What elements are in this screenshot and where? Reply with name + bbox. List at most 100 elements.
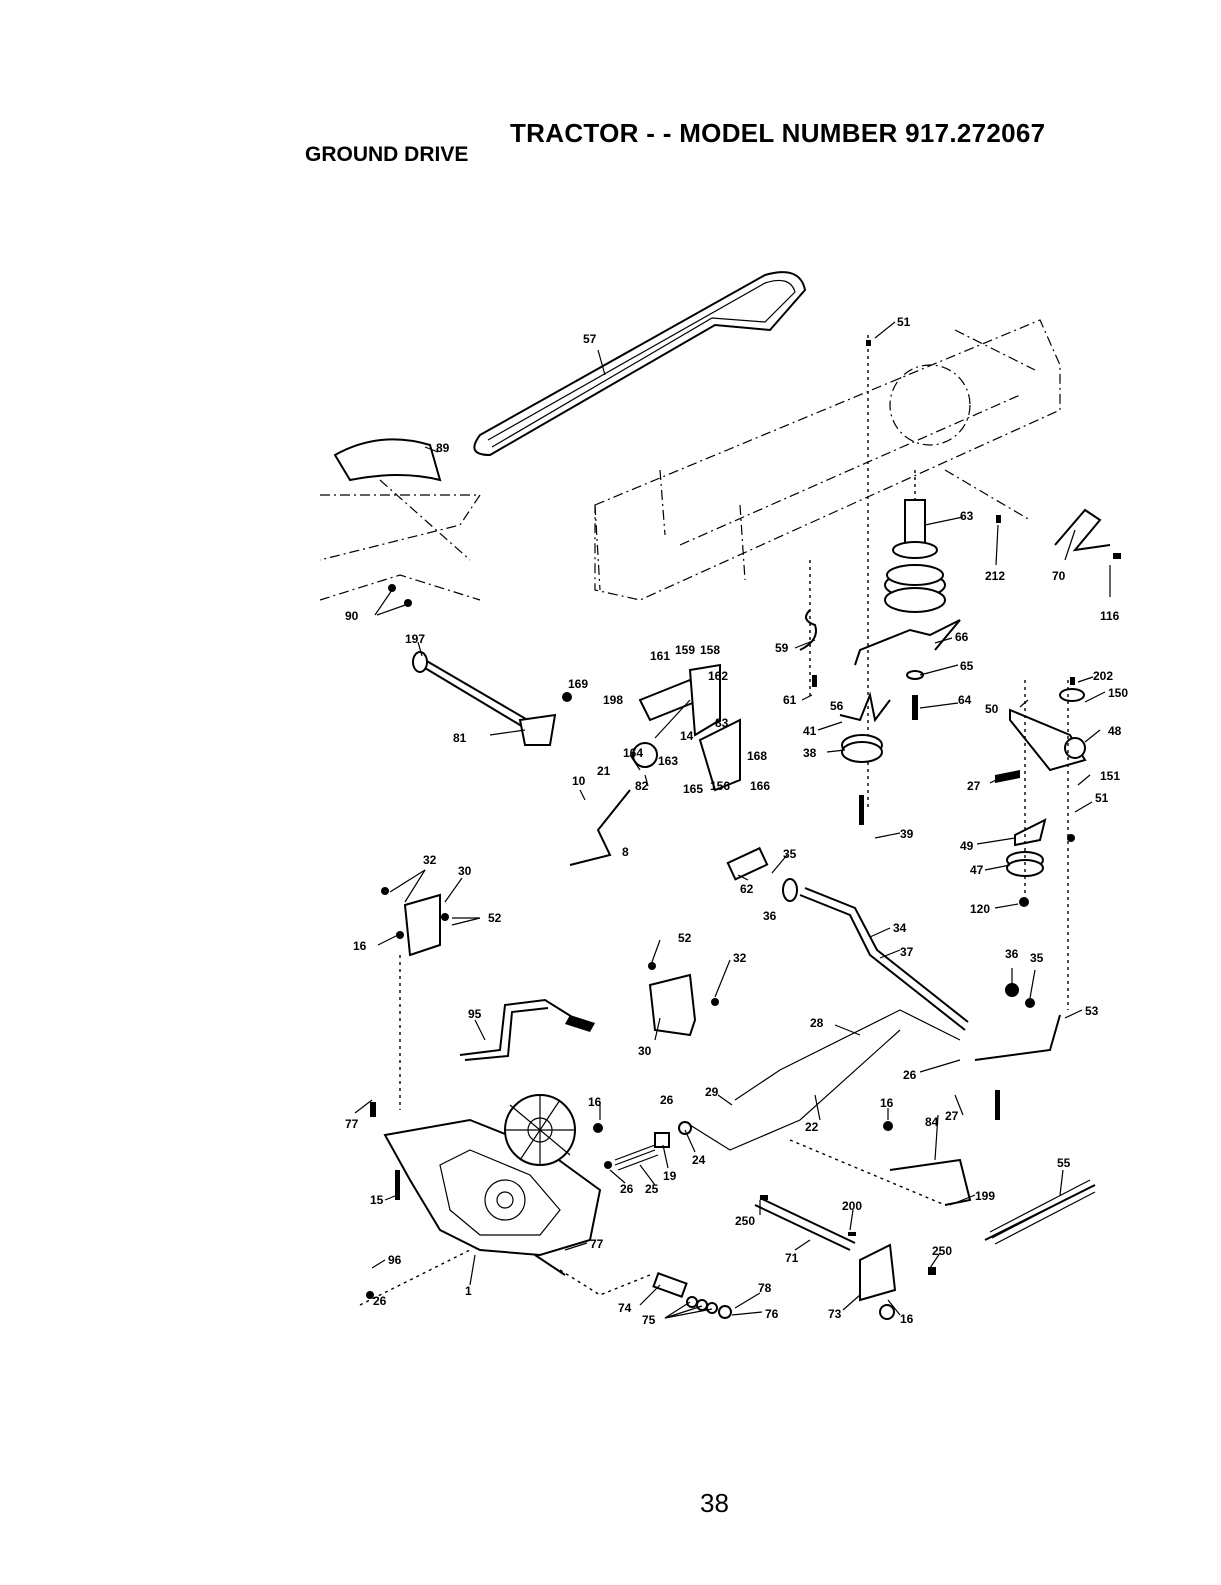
callout-53: 53 — [1085, 1004, 1099, 1018]
callout-37: 37 — [900, 945, 914, 959]
transaxle-1 — [383, 1094, 602, 1276]
callout-28: 28 — [810, 1016, 824, 1030]
axle-bushings — [652, 1272, 732, 1319]
callout-21: 21 — [597, 764, 611, 778]
rod-28 — [734, 1009, 961, 1101]
callout-63: 63 — [960, 509, 974, 523]
callout-62: 62 — [740, 882, 754, 896]
callout-64: 64 — [958, 693, 972, 707]
callout-16: 16 — [880, 1096, 894, 1110]
fasteners — [366, 340, 1121, 1299]
callout-26: 26 — [903, 1068, 917, 1082]
callout-164: 164 — [623, 746, 643, 760]
brake-shaft-81 — [412, 651, 557, 746]
callout-51: 51 — [1095, 791, 1109, 805]
page-number: 38 — [700, 1488, 729, 1518]
callout-197: 197 — [405, 632, 425, 646]
callout-26: 26 — [373, 1294, 387, 1308]
spring-55 — [984, 1179, 1096, 1245]
callout-27: 27 — [945, 1109, 959, 1123]
callout-55: 55 — [1057, 1156, 1071, 1170]
bracket-30-right — [648, 973, 697, 1037]
callout-70: 70 — [1052, 569, 1066, 583]
callout-81: 81 — [453, 731, 467, 745]
callout-163: 163 — [658, 754, 678, 768]
callout-168: 168 — [747, 749, 767, 763]
callout-162: 162 — [708, 669, 728, 683]
callout-26: 26 — [620, 1182, 634, 1196]
rod-8 — [569, 789, 631, 866]
callout-199: 199 — [975, 1189, 995, 1203]
callout-48: 48 — [1108, 724, 1122, 738]
callout-150: 150 — [1108, 686, 1128, 700]
idler-arm-66 — [854, 619, 961, 666]
callout-61: 61 — [783, 693, 797, 707]
callout-95: 95 — [468, 1007, 482, 1021]
cross-shaft-34 — [726, 846, 969, 1031]
callout-82: 82 — [635, 779, 649, 793]
spring-41 — [839, 691, 891, 723]
callout-65: 65 — [960, 659, 974, 673]
callout-73: 73 — [828, 1307, 842, 1321]
callout-57: 57 — [583, 332, 597, 346]
callout-30: 30 — [638, 1044, 652, 1058]
tractor-frame — [319, 319, 1061, 601]
callout-151: 151 — [1100, 769, 1120, 783]
callout-52: 52 — [678, 931, 692, 945]
callout-77: 77 — [590, 1237, 604, 1251]
idler-pulley-38 — [841, 734, 883, 825]
idler-bracket-48 — [995, 688, 1087, 877]
callout-75: 75 — [642, 1313, 656, 1327]
spring-59 — [799, 609, 817, 651]
callout-35: 35 — [783, 847, 797, 861]
callout-22: 22 — [805, 1120, 819, 1134]
callout-51: 51 — [897, 315, 911, 329]
callout-71: 71 — [785, 1251, 799, 1265]
callout-19: 19 — [663, 1169, 677, 1183]
callout-49: 49 — [960, 839, 974, 853]
callout-159: 159 — [675, 643, 695, 657]
callout-27: 27 — [967, 779, 981, 793]
rod-84 — [889, 1158, 972, 1206]
callout-66: 66 — [955, 630, 969, 644]
bracket-30-left — [403, 893, 441, 957]
callout-78: 78 — [758, 1281, 772, 1295]
callout-96: 96 — [388, 1253, 402, 1267]
callout-200: 200 — [842, 1199, 862, 1213]
callout-84: 84 — [925, 1115, 939, 1129]
callout-83: 83 — [715, 716, 729, 730]
engine-pulley — [884, 499, 946, 720]
callout-1: 1 — [465, 1284, 472, 1298]
callout-90: 90 — [345, 609, 359, 623]
callout-25: 25 — [645, 1182, 659, 1196]
callout-158: 158 — [700, 643, 720, 657]
callout-32: 32 — [423, 853, 437, 867]
drive-belt — [473, 271, 807, 457]
rod-53 — [974, 1014, 1061, 1061]
callout-198: 198 — [603, 693, 623, 707]
callout-41: 41 — [803, 724, 817, 738]
callout-202: 202 — [1093, 669, 1113, 683]
callout-47: 47 — [970, 863, 984, 877]
leader-lines — [354, 321, 1111, 1319]
callout-14: 14 — [680, 729, 694, 743]
section-subtitle: GROUND DRIVE — [305, 143, 469, 166]
callout-15: 15 — [370, 1193, 384, 1207]
brake-linkage-bracket — [632, 663, 741, 792]
callout-16: 16 — [588, 1095, 602, 1109]
bracket-71 — [754, 1197, 897, 1320]
spring-25 — [614, 1144, 659, 1171]
callout-56: 56 — [830, 699, 844, 713]
callout-labels: 57 51 89 63 212 70 116 90 197 161 159 15… — [345, 315, 1128, 1327]
callout-8: 8 — [622, 845, 629, 859]
callout-166: 166 — [750, 779, 770, 793]
callout-36: 36 — [1005, 947, 1019, 961]
callout-212: 212 — [985, 569, 1005, 583]
page-title: TRACTOR - - MODEL NUMBER 917.272067 — [510, 118, 1046, 148]
callout-34: 34 — [893, 921, 907, 935]
bushing-24 — [654, 1132, 670, 1148]
rod-22 — [689, 1029, 901, 1151]
callout-38: 38 — [803, 746, 817, 760]
callout-156: 156 — [710, 779, 730, 793]
fender-bracket — [333, 438, 442, 482]
